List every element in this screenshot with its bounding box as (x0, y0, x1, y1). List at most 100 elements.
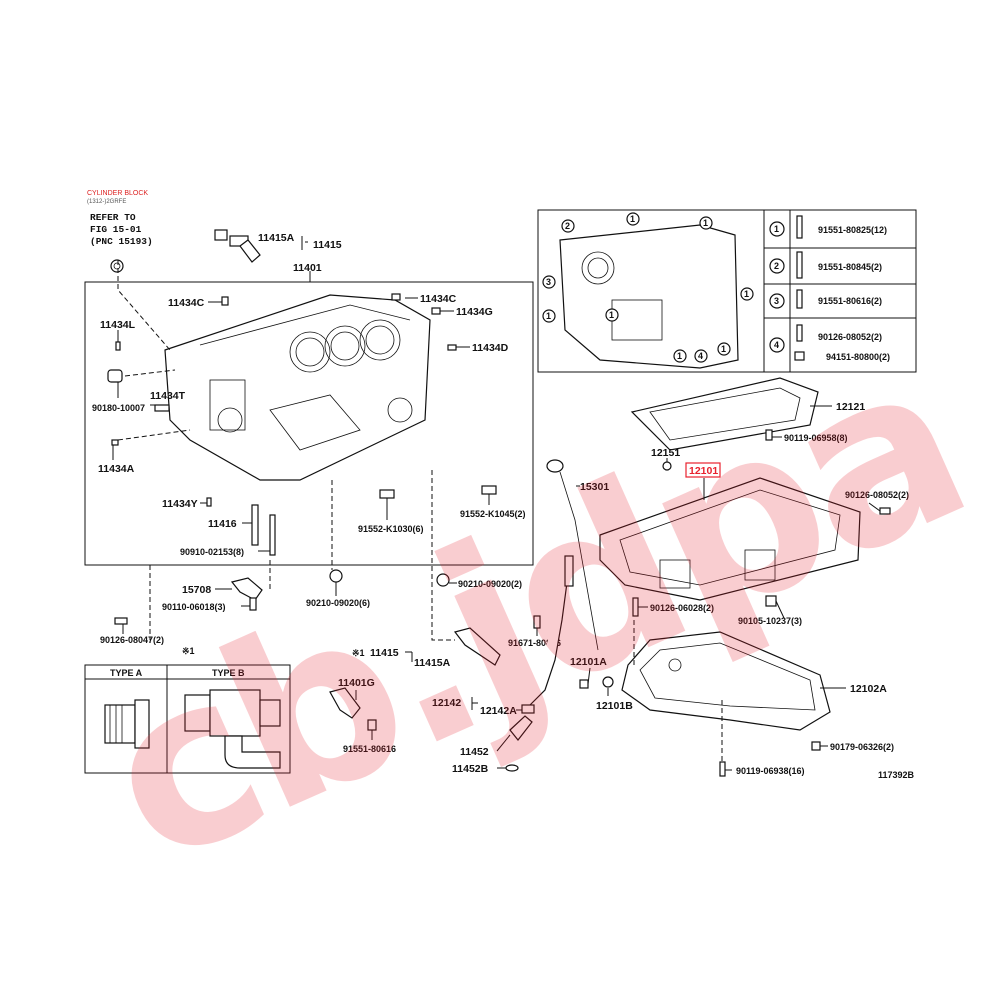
pin-11434C-a[interactable] (221, 296, 229, 306)
bracket-15708[interactable] (230, 577, 263, 601)
svg-text:1: 1 (703, 218, 708, 228)
label-11434D: 11434D (472, 342, 509, 354)
sensor-11401G[interactable] (329, 687, 361, 719)
legend-bolt-icon-2 (796, 251, 803, 279)
label-91552-K1045: 91552-K1045(2) (460, 509, 526, 519)
bolt-inset-box (537, 209, 917, 373)
pin-11434D[interactable] (447, 344, 457, 351)
label-11434C-b: 11434C (420, 293, 457, 305)
oil-pan-12102A[interactable] (621, 631, 831, 731)
label-90126-06028: 90126-06028(2) (650, 603, 714, 613)
label-11434G: 11434G (456, 306, 493, 318)
label-90110-06018: 90110-06018(3) (162, 602, 226, 612)
label-15708: 15708 (182, 584, 211, 596)
label-90180-10007: 90180-10007 (92, 403, 145, 413)
refer-line-3: (PNC 15193) (90, 236, 153, 247)
bolt-90110[interactable] (249, 597, 257, 611)
label-90210-09020-b: 90210-09020(2) (458, 579, 522, 589)
label-11401G: 11401G (338, 677, 375, 689)
guide-11452[interactable] (509, 715, 533, 741)
bolt-90910[interactable] (269, 514, 276, 556)
gasket-90210-b[interactable] (436, 573, 450, 587)
pin-11434A[interactable] (111, 439, 119, 446)
label-12142: 12142 (432, 697, 461, 709)
label-90126-08052: 90126-08052(2) (845, 490, 909, 500)
pin-11434G[interactable] (431, 307, 441, 315)
legend-bolt-icon-3 (796, 289, 803, 309)
svg-text:3: 3 (774, 296, 779, 306)
label-90105-10237: 90105-10237(3) (738, 616, 802, 626)
label-90210-09020-a: 90210-09020(6) (306, 598, 370, 608)
bolt-91552-a[interactable] (379, 489, 395, 499)
label-11415A-b: 11415A (414, 657, 451, 669)
legend-part-4b: 94151-80800(2) (826, 352, 890, 362)
label-12151: 12151 (651, 447, 680, 459)
refer-line-2: FIG 15-01 (90, 224, 142, 235)
legend-bolt-icon-4 (796, 324, 803, 342)
svg-text:1: 1 (546, 311, 551, 321)
gasket-12101B[interactable] (602, 676, 614, 688)
dipstick-tube-12142[interactable] (529, 555, 574, 706)
bolt-90126-08047[interactable] (114, 617, 128, 625)
label-11415A: 11415A (258, 232, 295, 244)
label-12101: 12101 (689, 465, 718, 477)
bolt-90119-06938[interactable] (719, 761, 726, 777)
legend-nut-icon-4 (794, 351, 805, 361)
bolt-90119-06958[interactable] (765, 429, 773, 441)
legend-num-3 (769, 293, 785, 309)
highlight-box-12101[interactable] (685, 462, 721, 478)
legend-part-4a: 90126-08052(2) (818, 332, 882, 342)
svg-text:4: 4 (774, 340, 779, 350)
sensor-11415[interactable] (453, 627, 501, 666)
dipstick-15301[interactable] (546, 459, 599, 651)
type-b-fitting-icon (184, 689, 281, 769)
pin-11434C-b[interactable] (391, 293, 401, 301)
diagram-title: CYLINDER BLOCK (87, 190, 148, 197)
label-12142A: 12142A (480, 705, 517, 717)
svg-text:2: 2 (774, 261, 779, 271)
label-90119-06958: 90119-06958(8) (784, 433, 848, 443)
label-91552-K1030: 91552-K1030(6) (358, 524, 424, 534)
gasket-12121[interactable] (630, 377, 819, 451)
block-frame (84, 281, 534, 566)
plug-90180[interactable] (107, 369, 123, 383)
pin-11434L[interactable] (115, 341, 121, 351)
label-91671-80816: 91671-80816 (508, 638, 561, 648)
label-11415: 11415 (313, 239, 342, 251)
seal-ring-part[interactable] (110, 259, 124, 273)
legend-num-4 (769, 337, 785, 353)
nut-90179[interactable] (811, 741, 821, 751)
pin-11434Y[interactable] (206, 497, 212, 507)
label-11415-b: 11415 (370, 647, 399, 659)
pin-11434T[interactable] (154, 404, 170, 412)
note-mark-a: ※1 (352, 648, 365, 658)
bolt-11416[interactable] (251, 504, 259, 546)
label-11434T: 11434T (150, 390, 186, 402)
label-11434L: 11434L (100, 319, 136, 331)
label-11416: 11416 (208, 518, 237, 530)
svg-text:1: 1 (677, 351, 682, 361)
sensor-11415A[interactable] (214, 229, 261, 263)
oil-pan-12101[interactable] (599, 477, 861, 601)
clamp-12142A[interactable] (521, 704, 535, 714)
inset-plate-icon (559, 224, 739, 369)
label-90126-08047: 90126-08047(2) (100, 635, 164, 645)
label-11452B: 11452B (452, 763, 489, 775)
label-11401: 11401 (293, 262, 322, 274)
svg-text:3: 3 (546, 277, 551, 287)
refer-line-1: REFER TO (90, 212, 136, 223)
legend-part-3: 91551-80616(2) (818, 296, 882, 306)
cylinder-block-part[interactable] (164, 294, 431, 481)
legend-bolt-icon-1 (796, 215, 803, 239)
label-91551-80616: 91551-80616 (343, 744, 396, 754)
note-mark-b: ※1 (182, 646, 195, 656)
diagram-subtitle: (1312-)2GRFE (87, 199, 126, 205)
svg-text:4: 4 (698, 351, 703, 361)
inset-callouts: 2 1 1 3 1 1 1 1 4 1 (542, 212, 754, 363)
legend-part-2: 91551-80845(2) (818, 262, 882, 272)
legend-num-2 (769, 258, 785, 274)
svg-text:1: 1 (630, 214, 635, 224)
label-15301: 15301 (580, 481, 609, 493)
